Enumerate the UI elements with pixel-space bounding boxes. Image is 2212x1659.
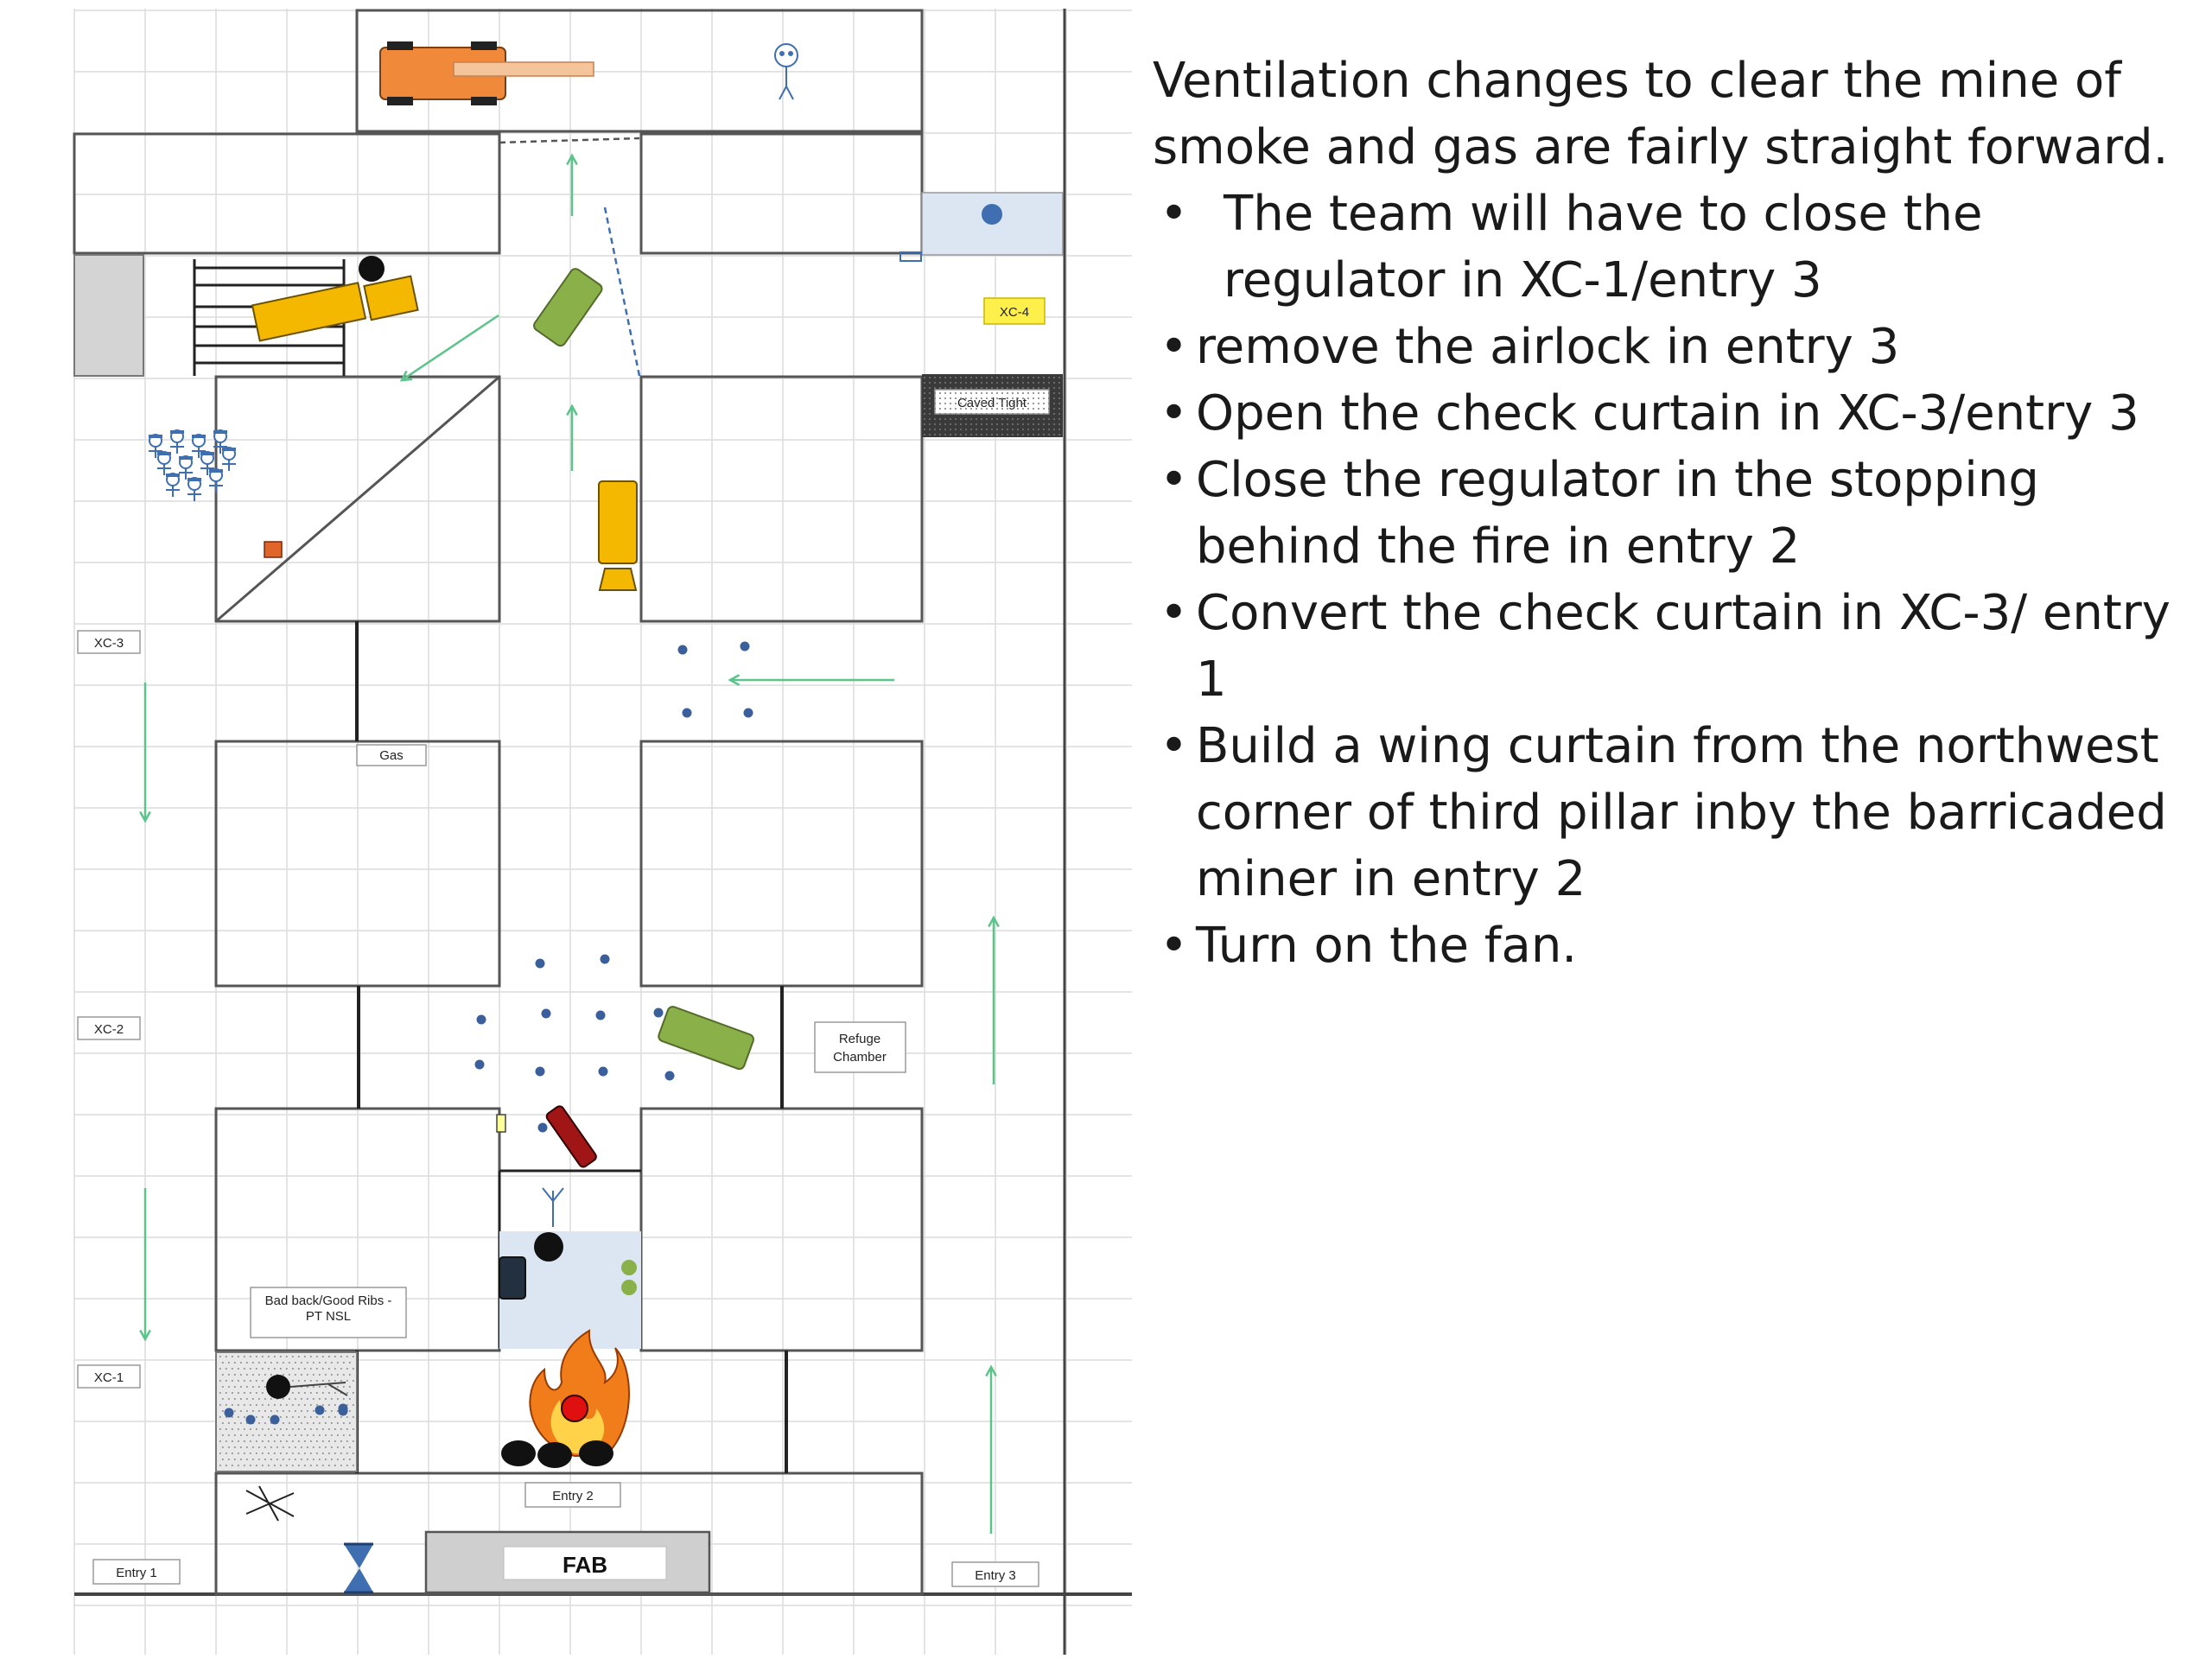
entry3-label: Entry 3	[975, 1568, 1016, 1583]
x-mark-icon	[245, 1485, 295, 1522]
notes-bullet-list: The team will have to close the regulato…	[1153, 181, 2190, 979]
caved-tight-hatch	[924, 377, 1060, 435]
mine-map: FAB XC-4 Caved Tight XC-3 Gas XC-2 Refug…	[73, 9, 1132, 1655]
green-equipment-upper	[533, 268, 603, 347]
gas-label: Gas	[379, 748, 404, 763]
gas-monitor-dot	[982, 204, 1002, 225]
pillar-bottom	[214, 1471, 924, 1596]
entry1-label-box	[92, 1559, 181, 1585]
hatched-barricade-area	[215, 1351, 358, 1472]
notes-intro: Ventilation changes to clear the mine of…	[1153, 53, 2169, 175]
dashed-airlock-line	[499, 137, 640, 144]
miner-figure-top	[774, 43, 798, 100]
bad-back-label-line1: Bad back/Good Ribs -	[265, 1294, 392, 1308]
notes-bullet: Build a wing curtain from the northwest …	[1153, 713, 2190, 912]
entry2-label: Entry 2	[552, 1489, 594, 1503]
pillar-top-right	[639, 132, 924, 255]
pillar-top-left	[73, 132, 501, 255]
pillars	[73, 9, 924, 1596]
pillar-row4-right	[639, 1107, 924, 1352]
entry2-label-box	[524, 1482, 621, 1508]
xc1-label-box	[77, 1364, 141, 1389]
notes-bullet: Convert the check curtain in XC-3/ entry…	[1153, 580, 2190, 713]
miner-in-barricade	[266, 1375, 348, 1399]
red-gas-cylinder	[545, 1105, 597, 1168]
yellow-shuttle-car	[251, 275, 419, 342]
fab-label-box	[503, 1546, 667, 1580]
gas-dots	[224, 641, 753, 1425]
dashed-check-curtain	[603, 207, 641, 377]
check-curtain-marker	[899, 251, 922, 262]
notes-bullet: Open the check curtain in XC-3/entry 3	[1153, 380, 2190, 447]
barricaded-miner	[499, 1187, 637, 1300]
first-aid-box	[264, 541, 283, 558]
pillar-row2-right	[639, 375, 924, 623]
xc2-label-box	[77, 1016, 141, 1040]
refuge-chamber-label-line2: Chamber	[833, 1050, 887, 1065]
notes-bullet: remove the airlock in entry 3	[1153, 314, 2190, 380]
fire-icon	[501, 1329, 630, 1468]
hatch-dots	[219, 1356, 354, 1466]
ventilation-notes-panel: Ventilation changes to clear the mine of…	[1153, 48, 2190, 979]
gas-label-box	[356, 744, 427, 766]
yellow-roof-bolter	[598, 480, 638, 591]
bad-back-label-line2: PT NSL	[306, 1309, 351, 1324]
notes-bullet: Turn on the fan.	[1153, 912, 2190, 979]
xc2-label: XC-2	[94, 1022, 124, 1037]
xc1-label: XC-1	[94, 1370, 124, 1385]
pillar-row3-right	[639, 740, 924, 988]
green-equipment-lower	[658, 1006, 754, 1071]
notes-bullet: Close the regulator in the stopping behi…	[1153, 447, 2190, 580]
pillar-top	[355, 9, 924, 133]
airflow-arrows	[139, 153, 1000, 1534]
bad-back-label-box	[250, 1287, 407, 1338]
entry3-label-box	[951, 1561, 1039, 1587]
xc3-label-box	[77, 630, 141, 654]
notes-bullet: The team will have to close the regulato…	[1153, 181, 2190, 314]
fan-hourglass-icon	[344, 1542, 373, 1594]
entry1-label: Entry 1	[116, 1566, 157, 1580]
black-roller	[359, 256, 385, 282]
fab-label: FAB	[563, 1552, 607, 1578]
refuge-chamber-label-line1: Refuge	[839, 1032, 880, 1046]
small-yellow-marker	[496, 1114, 506, 1133]
xc4-label: XC-4	[1000, 305, 1029, 320]
pillar-diagonal-line	[215, 375, 500, 623]
caved-block-left	[73, 254, 144, 377]
refuge-chamber-label-box	[814, 1021, 906, 1073]
xc4-label-box	[983, 297, 1046, 325]
orange-scoop-vehicle	[379, 41, 594, 105]
rescue-team-icon	[149, 429, 236, 501]
xc3-label: XC-3	[94, 636, 124, 651]
